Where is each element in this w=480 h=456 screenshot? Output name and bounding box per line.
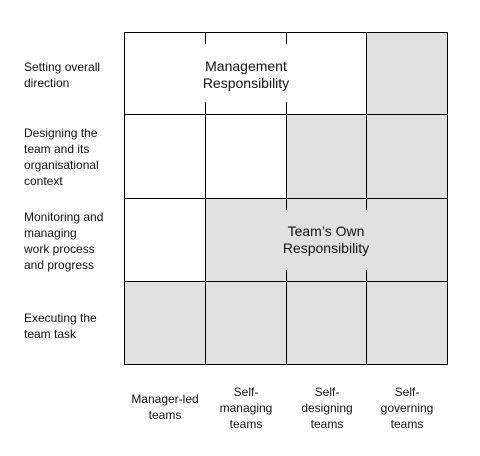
matrix-cell-setting-direction-self-governing [366, 32, 448, 114]
matrix-cell-setting-direction-self-managing [205, 32, 286, 114]
row-label-setting-direction: Setting overall direction [24, 60, 101, 90]
matrix-cell-designing-team-self-designing [286, 114, 366, 198]
column-label-self-managing: Self- managing teams [219, 385, 273, 431]
matrix-cell-executing-task-self-designing [286, 281, 366, 365]
matrix-cell-setting-direction-self-designing [286, 32, 366, 114]
matrix-cell-executing-task-self-governing [366, 281, 448, 365]
matrix-cell-monitoring-managing-self-designing [286, 198, 366, 281]
column-divider [286, 102, 287, 210]
row-label-designing-team: Designing the team and its organisationa… [24, 126, 99, 188]
row-label-executing-task: Executing the team task [24, 311, 97, 341]
column-divider [205, 102, 206, 365]
column-divider [205, 32, 206, 44]
matrix-cell-executing-task-self-managing [205, 281, 286, 365]
matrix-cell-executing-task-manager-led [124, 281, 205, 365]
region-label-management-responsibility: Management Responsibility [202, 58, 290, 91]
column-divider [286, 270, 287, 365]
matrix-cell-designing-team-manager-led [124, 114, 205, 198]
matrix-cell-monitoring-managing-manager-led [124, 198, 205, 281]
matrix-cell-monitoring-managing-self-governing [366, 198, 448, 281]
region-label-teams-own-responsibility: Team’s Own Responsibility [282, 223, 370, 256]
matrix-cell-designing-team-self-governing [366, 114, 448, 198]
column-label-self-governing: Self- governing teams [380, 385, 434, 431]
column-label-manager-led: Manager-led teams [131, 392, 199, 422]
column-divider [286, 32, 287, 44]
column-label-self-designing: Self- designing teams [301, 385, 353, 431]
column-divider [366, 32, 367, 210]
matrix-cell-setting-direction-manager-led [124, 32, 205, 114]
matrix-cell-monitoring-managing-self-managing [205, 198, 286, 281]
column-divider [366, 270, 367, 365]
row-label-monitoring-managing: Monitoring and managing work process and… [24, 210, 104, 272]
matrix-cell-designing-team-self-managing [205, 114, 286, 198]
